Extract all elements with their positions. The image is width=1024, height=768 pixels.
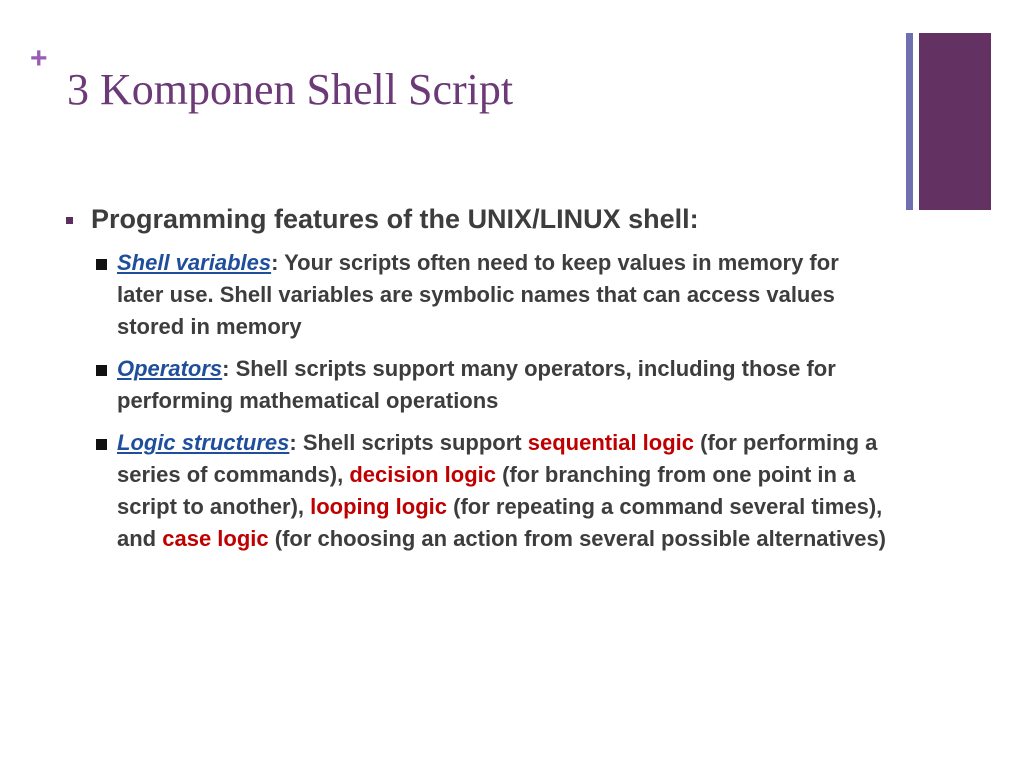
item-description: Your scripts often need to keep values i… [117,250,839,340]
highlight-looping-logic: looping logic [310,494,447,520]
highlight-sequential-logic: sequential logic [527,430,695,456]
plus-icon: + [30,42,48,75]
level1-bullet-point: Programming features of the UNIX/LINUX s… [66,203,886,235]
item-description-part: (for repeating a command several times),… [117,494,883,552]
term-operators: Operators [117,356,223,382]
slide-title: 3 Komponen Shell Script [67,65,514,114]
item-description-part: (for choosing an action from several pos… [268,526,887,552]
level1-text: Programming features of the UNIX/LINUX s… [91,204,699,234]
list-item-logic-structures: Logic structures: Shell scripts support … [96,427,886,555]
list-item-text: Shell variables: Your scripts often need… [117,247,886,343]
term-colon: : [271,250,279,276]
item-description-part: Shell scripts support [296,430,528,456]
term-shell-variables: Shell variables [117,250,272,276]
square-bullet-icon [96,439,107,451]
list-item-operators: Operators: Shell scripts support many op… [96,353,886,417]
item-description-part: (for performing a series of commands), [117,430,878,488]
item-description: Shell scripts support many operators, in… [117,356,836,414]
square-bullet-icon [66,217,73,224]
term-colon: : [222,356,230,382]
list-item-shell-variables: Shell variables: Your scripts often need… [96,247,886,343]
square-bullet-icon [96,365,107,377]
square-bullet-icon [96,259,107,271]
list-item-text: Operators: Shell scripts support many op… [117,353,886,417]
highlight-decision-logic: decision logic [349,462,497,488]
decorative-bar-thick [919,33,991,210]
term-colon: : [289,430,297,456]
term-logic-structures: Logic structures [117,430,290,456]
decorative-bar-thin [906,33,913,210]
list-item-text: Logic structures: Shell scripts support … [117,427,886,555]
item-description-part: (for branching from one point in a scrip… [117,462,856,520]
highlight-case-logic: case logic [162,526,269,552]
slide-content: Programming features of the UNIX/LINUX s… [66,203,886,565]
